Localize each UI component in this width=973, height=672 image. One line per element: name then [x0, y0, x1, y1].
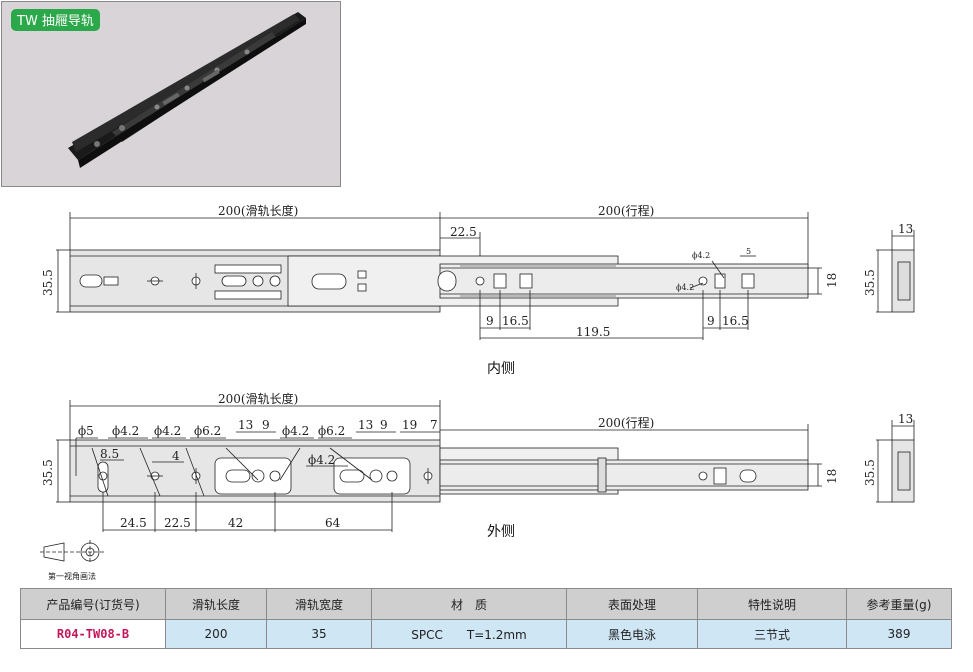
drawer-slide-photo — [68, 12, 306, 168]
table-cell: 389 — [846, 619, 952, 649]
header-cell: 表面处理 — [566, 588, 698, 620]
table-cell: 35 — [266, 619, 372, 649]
outer-h2: ϕ4.2 — [112, 424, 139, 438]
product-tag: TW 抽屜导轨 — [11, 9, 100, 31]
outer-b4: 64 — [325, 516, 341, 530]
inner-travel-dim: 200(行程) — [598, 203, 654, 218]
outer-h14: 4 — [172, 449, 180, 463]
inner-d3: 16.5 — [502, 314, 529, 328]
inner-d6: 16.5 — [722, 314, 749, 328]
product-code-cell: R04-TW08-B — [20, 619, 166, 649]
outer-length-dim: 200(滑轨长度) — [218, 391, 298, 406]
header-cell: 参考重量(g) — [846, 588, 952, 620]
inner-hole-b: ϕ4.2 — [676, 283, 694, 292]
outer-h5: 13 — [238, 418, 253, 432]
spec-table: 产品编号(订货号) 滑轨长度 滑轨宽度 材 质 表面处理 特性说明 参考重量(g… — [20, 588, 952, 649]
outer-h10: 9 — [380, 418, 388, 432]
side-view-top: 13 35.5 — [863, 222, 915, 313]
inner-caption: 内侧 — [487, 361, 515, 377]
outer-h6: 9 — [262, 418, 270, 432]
header-cell: 材 质 — [371, 588, 567, 620]
projection-label: 第一视角画法 — [48, 572, 96, 581]
outer-h13: 8.5 — [100, 447, 119, 461]
outer-view: 200(滑轨长度) 200(行程) ϕ5 ϕ4.2 ϕ4.2 ϕ6.2 13 9… — [41, 391, 839, 532]
inner-d4: 119.5 — [576, 325, 610, 339]
table-cell: SPCC T=1.2mm — [371, 619, 567, 649]
inner-small-dim: 5 — [746, 247, 751, 256]
outer-travel-dim: 200(行程) — [598, 415, 654, 430]
table-cell: 200 — [165, 619, 267, 649]
inner-hole-a: ϕ4.2 — [692, 251, 710, 260]
header-cell: 滑轨宽度 — [266, 588, 372, 620]
outer-h1: ϕ5 — [78, 424, 94, 438]
inner-height-dim: 35.5 — [41, 269, 55, 296]
table-cell: 黑色电泳 — [566, 619, 698, 649]
header-cell: 产品编号(订货号) — [20, 588, 166, 620]
technical-drawing: 200(滑轨长度) 200(行程) 22.5 9 16.5 119.5 9 16… — [40, 203, 915, 564]
outer-height-dim: 35.5 — [41, 459, 55, 486]
outer-h3: ϕ4.2 — [154, 424, 181, 438]
outer-h7: ϕ4.2 — [282, 424, 309, 438]
side-bottom-h: 35.5 — [863, 459, 877, 486]
outer-h12: 7 — [430, 418, 438, 432]
outer-right-dim: 18 — [825, 469, 839, 484]
inner-d1: 22.5 — [450, 225, 477, 239]
spec-header-row: 产品编号(订货号) 滑轨长度 滑轨宽度 材 质 表面处理 特性说明 参考重量(g… — [20, 588, 952, 620]
side-bottom-w: 13 — [898, 412, 913, 426]
header-cell: 滑轨长度 — [165, 588, 267, 620]
first-angle-projection-icon — [40, 540, 104, 564]
spec-row: R04-TW08-B 200 35 SPCC T=1.2mm 黑色电泳 三节式 … — [20, 619, 952, 649]
inner-view: 200(滑轨长度) 200(行程) 22.5 9 16.5 119.5 9 16… — [41, 203, 839, 340]
outer-h8: ϕ6.2 — [318, 424, 345, 438]
side-view-bottom: 13 35.5 — [863, 412, 915, 503]
outer-b2: 22.5 — [164, 516, 191, 530]
header-cell: 特性说明 — [697, 588, 847, 620]
inner-right-dim: 18 — [825, 273, 839, 288]
outer-b3: 42 — [228, 516, 243, 530]
side-top-w: 13 — [898, 222, 913, 236]
outer-b1: 24.5 — [120, 516, 147, 530]
outer-h4: ϕ6.2 — [194, 424, 221, 438]
inner-length-dim: 200(滑轨长度) — [218, 203, 298, 218]
outer-h11: 19 — [402, 418, 417, 432]
outer-caption: 外侧 — [487, 524, 515, 540]
outer-h9: 13 — [358, 418, 373, 432]
side-top-h: 35.5 — [863, 269, 877, 296]
inner-d2: 9 — [486, 314, 494, 328]
outer-h15: ϕ4.2 — [308, 453, 335, 467]
product-photo-panel: TW 抽屜导轨 — [1, 1, 341, 187]
table-cell: 三节式 — [697, 619, 847, 649]
inner-d5: 9 — [707, 314, 715, 328]
